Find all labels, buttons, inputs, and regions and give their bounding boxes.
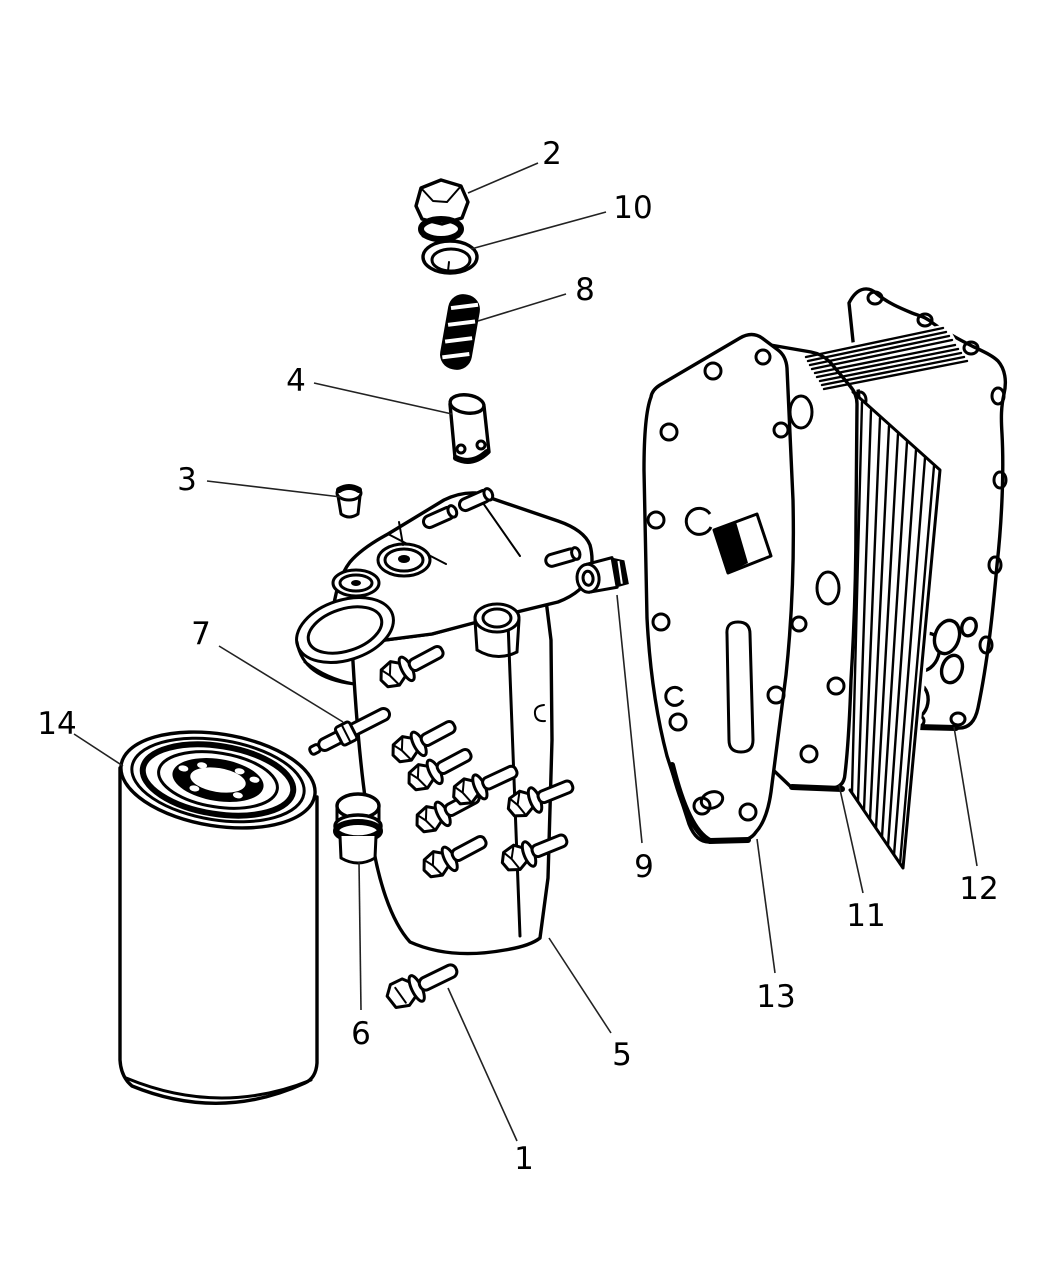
filter-bottom-seam [124, 1076, 313, 1100]
callout-4-leader [313, 382, 453, 415]
callout-14-leader [73, 733, 124, 767]
callout-2-label: 2 [542, 136, 562, 172]
cooler-fin-stack-side [848, 390, 942, 870]
housing-block [330, 491, 594, 644]
callout-1-leader [447, 987, 518, 1142]
callout-5-label: 5 [612, 1037, 632, 1073]
callout-10-leader [470, 211, 607, 250]
housing-boss-rear [376, 521, 432, 578]
housing-plate [350, 590, 554, 956]
callout-3-leader [206, 480, 342, 498]
inner-gasket-bottom-edge [669, 762, 751, 845]
inner-gasket-center-slot [712, 512, 773, 575]
cooler-fin-stack-top [804, 326, 969, 391]
callout-1-label: 1 [514, 1141, 534, 1177]
callout-9-leader [616, 594, 643, 844]
inner-gasket-outline [642, 332, 796, 844]
callout-3-label: 3 [177, 462, 197, 498]
callout-2-leader [467, 162, 539, 194]
housing-outlet-port [473, 602, 521, 658]
inner-gasket-oblong-slot [725, 620, 755, 754]
callout-6-label: 6 [351, 1016, 371, 1052]
threaded-plug [333, 792, 383, 865]
seal-cup [421, 239, 479, 275]
dowel-pin [308, 706, 392, 756]
inner-gasket-bolt-holes [646, 348, 790, 822]
callout-6-leader [358, 861, 362, 1011]
callout-8-leader [477, 293, 567, 322]
cooler-bottom-edge [789, 784, 845, 792]
callout-11-leader [838, 784, 864, 894]
housing-boss-front [331, 568, 381, 598]
callout-14-label: 14 [37, 706, 76, 742]
callout-7-label: 7 [191, 616, 211, 652]
callout-9-label: 9 [634, 849, 654, 885]
callout-8-label: 8 [575, 272, 595, 308]
oil-cooler-inner-gasket [642, 332, 796, 845]
callout-12-label: 12 [959, 871, 998, 907]
relief-valve-spring [440, 294, 480, 370]
housing-c-mark [533, 704, 546, 723]
relief-valve-piston [448, 393, 491, 464]
oil-filter-adapter-housing [295, 485, 594, 956]
callout-7-leader [218, 645, 344, 723]
filter-body [118, 766, 319, 1105]
callout-12-leader [953, 726, 978, 867]
relief-valve-plug [414, 178, 470, 243]
callout-4-label: 4 [286, 363, 306, 399]
callout-13-label: 13 [756, 979, 795, 1015]
callout-13-leader [756, 838, 776, 974]
callout-10-label: 10 [613, 190, 652, 226]
port-plug [575, 556, 629, 594]
mounting-bolt [385, 963, 459, 1009]
callout-11-label: 11 [846, 898, 885, 934]
filter-mount-flange [295, 596, 395, 686]
small-press-plug [335, 484, 363, 519]
callout-5-leader [548, 937, 612, 1034]
oil-filter-cartridge [118, 730, 319, 1105]
inner-gasket-oval-hole [699, 790, 725, 810]
filter-top-rings [119, 730, 317, 830]
